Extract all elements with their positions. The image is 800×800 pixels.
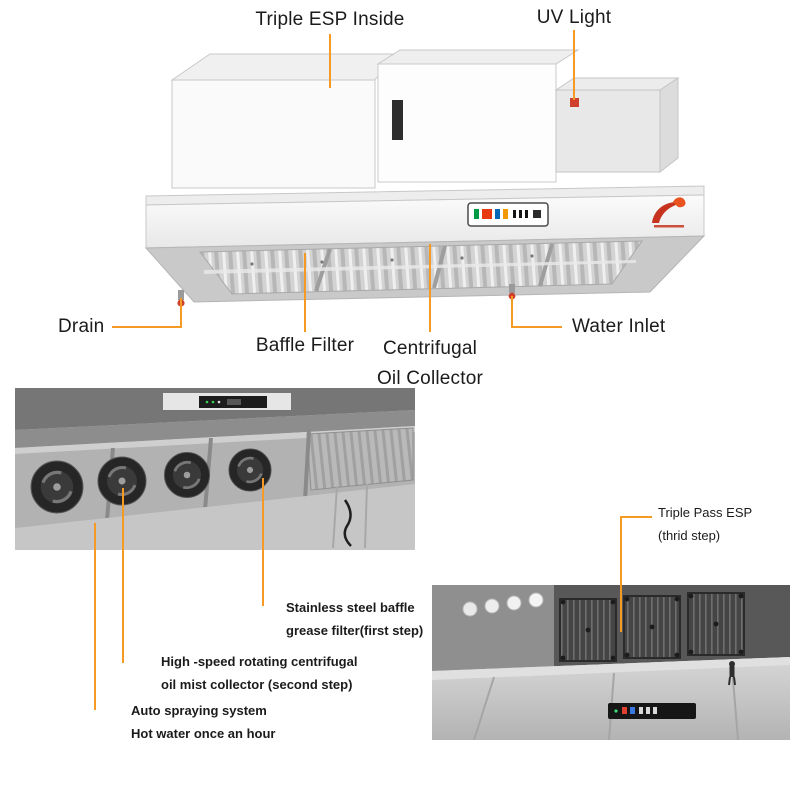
vent-slot	[392, 100, 403, 140]
esp-cell	[687, 592, 745, 656]
centrifugal-fan	[30, 460, 84, 514]
label-line: Oil Collector	[376, 368, 484, 389]
label-line: Stainless steel baffle	[286, 600, 415, 615]
label-triple-pass-esp: Triple Pass ESP (thrid step)	[658, 501, 752, 547]
photo-control-panel	[199, 396, 267, 408]
photo-hood-underside	[15, 388, 415, 550]
label-line: Triple Pass ESP	[658, 505, 753, 520]
label-line: (thrid step)	[658, 528, 721, 543]
uv-box	[554, 77, 680, 174]
label-baffle-filter: Baffle Filter	[255, 335, 355, 356]
label-uv-light: UV Light	[536, 7, 612, 28]
hood-canopy	[144, 185, 706, 307]
esp-box	[170, 53, 408, 189]
steel-ledge	[432, 657, 790, 740]
esp-cell	[559, 598, 617, 662]
label-stainless-baffle: Stainless steel baffle grease filter(fir…	[286, 596, 423, 642]
photo-esp-interior	[432, 585, 790, 740]
label-line: High -speed rotating centrifugal	[161, 654, 358, 669]
label-line: Centrifugal	[382, 338, 478, 359]
label-line: grease filter(first step)	[286, 623, 424, 638]
label-line: oil mist collector (second step)	[161, 677, 353, 692]
label-centrifugal-oil-collector: Centrifugal Oil Collector	[355, 334, 505, 394]
esp-cell	[623, 595, 681, 659]
label-drain: Drain	[58, 316, 105, 337]
uv-lights	[462, 592, 544, 617]
label-line: Auto spraying system	[131, 703, 267, 718]
label-water-inlet: Water Inlet	[572, 316, 666, 337]
brand-logo	[652, 197, 686, 228]
centrifugal-fan	[228, 448, 272, 492]
centrifugal-fan	[163, 451, 211, 499]
label-triple-esp: Triple ESP Inside	[255, 9, 405, 30]
hood-illustration	[144, 49, 706, 307]
figurine	[728, 661, 736, 686]
middle-box	[376, 49, 580, 183]
cable	[343, 499, 352, 547]
underside-baffle-panel	[306, 427, 414, 491]
water-inlet-fitting	[508, 284, 516, 300]
baffle-filter-area	[199, 240, 643, 295]
label-high-speed: High -speed rotating centrifugal oil mis…	[161, 650, 357, 696]
label-auto-spray: Auto spraying system Hot water once an h…	[131, 699, 275, 745]
photo-control-panel	[608, 703, 696, 719]
control-panel	[467, 202, 549, 227]
centrifugal-fan	[97, 456, 147, 506]
label-line: Hot water once an hour	[131, 726, 276, 741]
uv-lamp-port	[570, 98, 579, 107]
drain-fitting	[177, 290, 185, 307]
